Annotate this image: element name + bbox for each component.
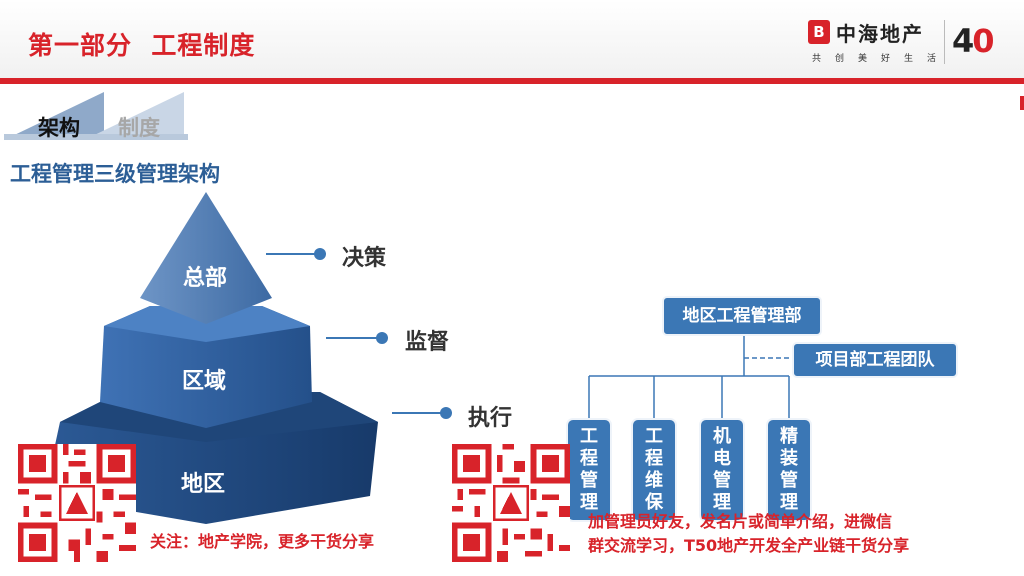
qr-code-right (452, 444, 570, 562)
box-char: 理 (713, 492, 731, 513)
box-char: 电 (713, 448, 731, 469)
role-execute: 执行 (468, 406, 513, 431)
company-logo: B 中海地产 共创美好生活 40 (806, 20, 1024, 70)
org-box-mep-management: 机 电 管 理 (699, 418, 745, 522)
box-char: 管 (580, 470, 598, 491)
level-headquarters: 总部 (183, 266, 228, 291)
org-box-district-engineering-dept: 地区工程管理部 (662, 296, 822, 336)
logo-divider (944, 20, 945, 64)
section-title: 第一部分 工程制度 (28, 31, 256, 60)
qr-center-logo-mark (499, 491, 523, 515)
pyramid-tier-middle-top (104, 306, 310, 342)
org-box-engineering-maintenance: 工 程 维 保 (631, 418, 677, 522)
box-char: 机 (713, 426, 731, 447)
leader-dot-decision (314, 248, 326, 260)
pyramid-tier-top (140, 192, 272, 324)
tab-rules[interactable]: 制度 (118, 116, 160, 140)
level-district: 地区 (181, 472, 226, 497)
tab-architecture-shape[interactable] (4, 92, 104, 140)
watermark-caption-right-line1: 加管理员好友，发名片或简单介绍，进微信 (588, 512, 893, 531)
box-char: 管 (780, 470, 798, 491)
box-char: 工 (580, 426, 598, 447)
qr-code-left (18, 444, 136, 562)
org-box-fitout-management: 精 装 管 理 (766, 418, 812, 522)
level-region: 区域 (182, 369, 227, 394)
pyramid-tier-middle (100, 306, 312, 428)
box-char: 保 (645, 492, 663, 513)
tab-rules-shape[interactable] (84, 92, 184, 140)
org-box-engineering-management: 工 程 管 理 (566, 418, 612, 522)
org-chart-connectors (588, 336, 792, 418)
watermark-caption-left: 关注：地产学院，更多干货分享 (150, 532, 375, 551)
qr-center-logo-mark (65, 491, 89, 515)
box-char: 理 (780, 492, 798, 513)
box-char: 精 (780, 426, 798, 447)
tab-strip (4, 92, 188, 140)
box-char: 程 (580, 448, 598, 469)
header-band (0, 0, 1024, 78)
role-supervise: 监督 (405, 330, 450, 355)
box-char: 程 (645, 448, 663, 469)
logo-name: 中海地产 (836, 22, 924, 46)
box-char: 管 (713, 470, 731, 491)
anniversary-logo: 40 (952, 22, 995, 60)
role-decision: 决策 (342, 246, 387, 271)
tab-baseline (4, 134, 188, 140)
sub-heading: 工程管理三级管理架构 (10, 162, 220, 186)
anniversary-number: 40 (952, 22, 995, 60)
header-accent-line (0, 78, 1024, 84)
logo-slogan: 共创美好生活 (812, 54, 951, 64)
logo-badge-icon: B (808, 20, 830, 44)
box-char: 理 (580, 492, 598, 513)
box-char: 工 (645, 426, 663, 447)
leader-dot-execute (440, 407, 452, 419)
box-char: 装 (780, 448, 798, 469)
qr-center-logo-icon (493, 485, 529, 521)
qr-pattern-right (452, 444, 570, 562)
tab-architecture[interactable]: 架构 (38, 116, 80, 140)
watermark-caption-right-line2: 群交流学习，T50地产开发全产业链干货分享 (588, 536, 910, 555)
qr-pattern-left (18, 444, 136, 562)
leader-dot-supervise (376, 332, 388, 344)
org-box-project-engineering-team: 项目部工程团队 (792, 342, 958, 378)
edge-marker (1020, 96, 1024, 110)
box-char: 维 (645, 470, 663, 491)
